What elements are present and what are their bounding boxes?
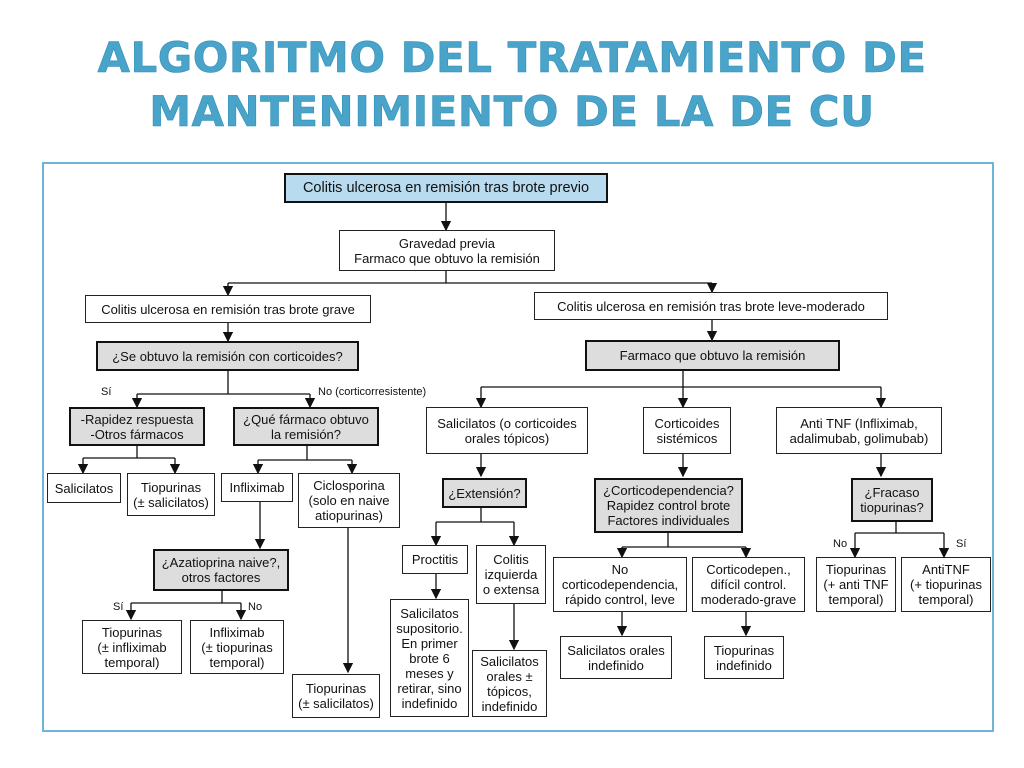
node-gravedad: Gravedad previa Farmaco que obtuvo la re…	[339, 230, 555, 271]
label-si-1: Sí	[101, 386, 112, 398]
node-corticoides-sistemicos: Corticoides sistémicos	[643, 407, 731, 454]
node-tiopurinas-indefinido: Tiopurinas indefinido	[704, 636, 784, 679]
node-salicilatos-o-corticoides: Salicilatos (o corticoides orales tópico…	[426, 407, 588, 454]
node-farmaco-leve: Farmaco que obtuvo la remisión	[585, 340, 840, 371]
node-salicilatos: Salicilatos	[47, 473, 121, 503]
node-brote-grave: Colitis ulcerosa en remisión tras brote …	[85, 295, 371, 323]
node-fracaso-tiopurinas: ¿Fracaso tiopurinas?	[851, 478, 933, 522]
node-tiopurinas-salicilatos-2: Tiopurinas (± salicilatos)	[292, 674, 380, 718]
node-tiopurinas-infliximab: Tiopurinas (± infliximab temporal)	[82, 620, 182, 674]
node-tiopurinas-anti-tnf: Tiopurinas (+ anti TNF temporal)	[816, 557, 896, 612]
node-brote-leve: Colitis ulcerosa en remisión tras brote …	[534, 292, 888, 320]
label-no-2: No	[248, 601, 263, 613]
node-corticodepen: Corticodepen., difícil control. moderado…	[692, 557, 805, 612]
node-salicilatos-orales-topicos: Salicilatos orales ± tópicos, indefinido	[472, 650, 547, 717]
node-proctitis: Proctitis	[402, 545, 468, 574]
node-salicilatos-supositorio: Salicilatos supositorio. En primer brote…	[390, 599, 469, 717]
label-no-corticorresistente: No (corticorresistente)	[318, 386, 427, 398]
node-azatioprina: ¿Azatioprina naive?, otros factores	[153, 549, 289, 591]
diagram-frame	[42, 162, 994, 732]
node-root: Colitis ulcerosa en remisión tras brote …	[284, 173, 608, 203]
title-line-1: ALGORITMO DEL TRATAMIENTO DE	[97, 33, 927, 83]
node-salicilatos-orales-indefinido: Salicilatos orales indefinido	[560, 636, 672, 679]
node-infliximab-tiopurinas: Infliximab (± tiopurinas temporal)	[190, 620, 284, 674]
node-ciclosporina: Ciclosporina (solo en naive atiopurinas)	[298, 473, 400, 528]
node-tiopurinas-salicilatos: Tiopurinas (± salicilatos)	[127, 473, 215, 516]
node-rapidez: -Rapidez respuesta -Otros fármacos	[69, 407, 205, 446]
node-corticoides-question: ¿Se obtuvo la remisión con corticoides?	[96, 341, 359, 371]
node-anti-tnf: Anti TNF (Infliximab, adalimubab, golimu…	[776, 407, 942, 454]
node-extension: ¿Extensión?	[442, 478, 527, 508]
label-si-2: Sí	[113, 601, 124, 613]
node-infliximab: Infliximab	[221, 473, 293, 502]
node-colitis-izquierda: Colitis izquierda o extensa	[476, 545, 546, 604]
label-si-3: Sí	[956, 538, 967, 550]
node-no-corticodependencia: No corticodependencia, rápido control, l…	[553, 557, 687, 612]
label-no-3: No	[833, 538, 848, 550]
node-que-farmaco: ¿Qué fármaco obtuvo la remisión?	[233, 407, 379, 446]
node-antitnf-tiopurinas: AntiTNF (+ tiopurinas temporal)	[901, 557, 991, 612]
title-line-2: MANTENIMIENTO DE LA DE CU	[149, 87, 875, 137]
node-corticodependencia: ¿Corticodependencia? Rapidez control bro…	[594, 478, 743, 533]
